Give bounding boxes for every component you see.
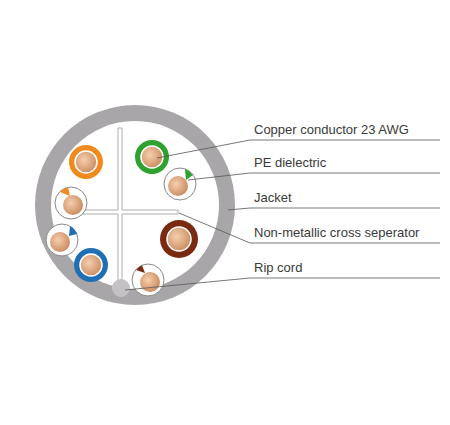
brown-white-conductor [132,264,164,296]
blue-conductor [74,248,108,282]
jacket-inner [51,121,219,289]
brown-conductor [160,220,198,258]
leader-line [228,208,440,210]
green-white-conductor [164,168,196,200]
part-label: Copper conductor 23 AWG [254,122,409,138]
jacket [35,105,235,305]
leader-line [125,278,440,290]
orange-white-conductor [55,187,87,219]
leader-line [188,173,440,180]
leader-line [179,213,440,243]
cross-separator [64,128,178,285]
orange-conductor [69,145,103,179]
part-label: Jacket [254,190,292,206]
blue-white-conductor [46,224,78,256]
part-label: Rip cord [254,260,302,276]
part-label: Non-metallic cross seperator [254,225,419,241]
part-label: PE dielectric [254,155,326,171]
rip-cord [112,279,130,297]
leader-lines [125,140,440,290]
